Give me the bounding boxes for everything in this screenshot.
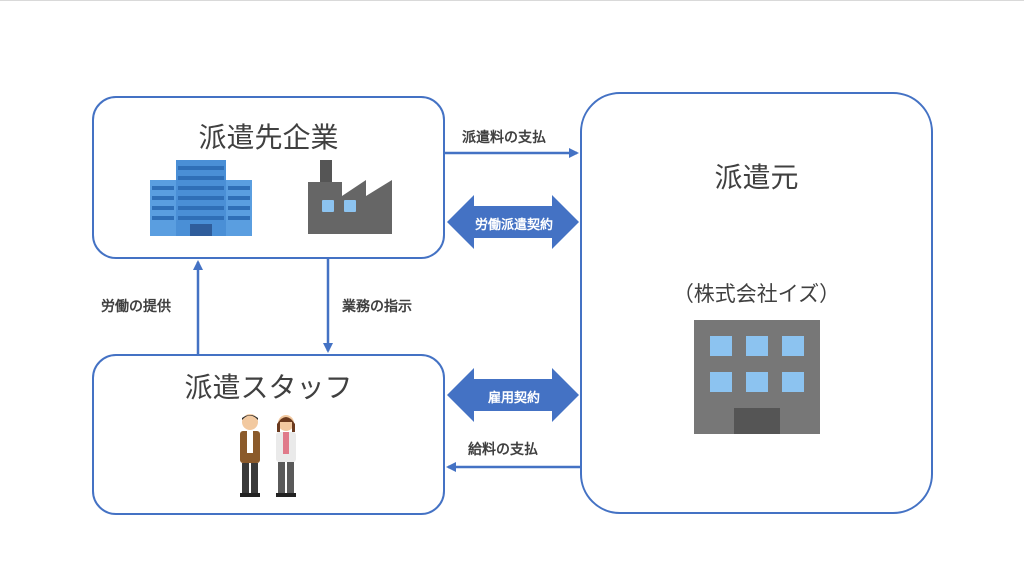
agency-subtitle: （株式会社イズ） <box>672 282 841 306</box>
dispatch-contract-label: 労働派遣契約 <box>474 218 553 233</box>
client-company-box: 派遣先企業 <box>92 96 445 259</box>
employment-contract-label: 雇用契約 <box>487 391 540 406</box>
agency-title: 派遣元 <box>714 161 799 194</box>
dispatch-contract-double-arrow <box>447 195 579 249</box>
top-divider <box>0 0 1024 1</box>
salary-payment-label: 給料の支払 <box>468 442 538 458</box>
fee-payment-label: 派遣料の支払 <box>462 130 546 146</box>
office-building-icon <box>150 160 252 236</box>
client-company-title: 派遣先企業 <box>198 121 339 154</box>
work-instruction-label: 業務の指示 <box>342 299 412 315</box>
agency-building-icon <box>694 320 820 434</box>
staff-title: 派遣スタッフ <box>184 371 353 404</box>
staff-people-icon <box>240 414 296 497</box>
labor-provision-label: 労働の提供 <box>101 299 171 315</box>
employment-contract-double-arrow <box>447 368 579 422</box>
factory-icon <box>308 160 392 234</box>
agency-box: 派遣元 （株式会社イズ） <box>580 92 933 514</box>
staff-box: 派遣スタッフ <box>92 354 445 515</box>
